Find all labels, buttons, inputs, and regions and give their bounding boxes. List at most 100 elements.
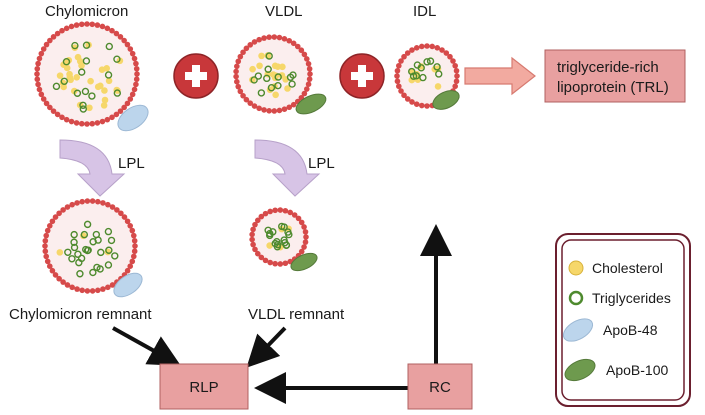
triglyceride-ring (105, 246, 113, 254)
triglyceride-ring (111, 252, 119, 260)
membrane-bead (443, 50, 450, 56)
membrane-bead (276, 107, 283, 114)
membrane-bead (254, 250, 261, 257)
cholesterol-dot (94, 83, 102, 91)
membrane-bead (404, 96, 411, 102)
cholesterol-dot (249, 76, 256, 84)
membrane-bead (121, 214, 128, 220)
membrane-bead (34, 71, 40, 77)
membrane-bead (271, 108, 278, 114)
membrane-bead (38, 91, 45, 98)
membrane-bead (291, 212, 298, 218)
membrane-bead (89, 120, 96, 127)
label-vldl-remnant: VLDL remnant (248, 306, 345, 323)
membrane-bead (52, 214, 59, 220)
triglyceride-ring (104, 71, 113, 79)
membrane-bead (73, 120, 80, 126)
cholesterol-dot (272, 91, 279, 99)
membrane-bead (84, 121, 90, 127)
vldl-particle (233, 34, 327, 115)
legend-triglycerides: Triglycerides (592, 290, 671, 306)
triglyceride-ring (104, 261, 113, 269)
membrane-bead (306, 66, 313, 72)
triglyceride-ring (408, 67, 416, 76)
cholesterol-dot (85, 41, 92, 49)
triglyceride-ring (265, 52, 273, 60)
membrane-bead (84, 288, 91, 294)
membrane-bead (130, 253, 137, 260)
membrane-bead (243, 96, 250, 103)
apob100-icon (432, 90, 460, 110)
membrane-bead (69, 284, 75, 291)
membrane-bead (49, 218, 56, 225)
membrane-bead (401, 53, 407, 60)
triglyceride-ring (64, 248, 72, 256)
membrane-bead (266, 34, 272, 41)
membrane-bead (47, 37, 53, 44)
membrane-bead (130, 232, 137, 239)
triglyceride-ring (113, 55, 121, 63)
triglyceride-ring (113, 89, 122, 97)
trl-arrow (464, 56, 536, 96)
apob100-icon (295, 93, 327, 115)
triglyceride-ring (96, 265, 104, 273)
membrane-bead (124, 267, 131, 274)
membrane-bead (305, 61, 312, 67)
membrane-bead (302, 239, 309, 245)
triglyceride-ring (74, 250, 82, 258)
membrane-bead (127, 223, 134, 229)
membrane-bead (89, 288, 96, 294)
membrane-bead (254, 217, 261, 224)
membrane-bead (38, 50, 45, 57)
cholesterol-dot (408, 76, 416, 84)
membrane-bead (267, 259, 273, 266)
membrane-bead (59, 114, 65, 121)
membrane-bead (109, 282, 116, 288)
cholesterol-dot (105, 77, 113, 85)
membrane-bead (113, 111, 120, 118)
lpl-arrow-left (59, 139, 126, 197)
membrane-bead (95, 198, 101, 205)
plus-icon (339, 53, 385, 99)
triglyceride-ring (107, 236, 116, 245)
membrane-bead (447, 53, 453, 60)
triglyceride-ring (78, 68, 86, 76)
membrane-bead (252, 246, 258, 253)
trl-box-line2: lipoprotein (TRL) (557, 79, 669, 96)
arrow-vldl-remnant-to-rlp (246, 326, 287, 368)
membrane-bead (304, 56, 310, 62)
membrane-bead (42, 243, 48, 249)
membrane-bead (424, 43, 430, 49)
membrane-bead (46, 223, 53, 229)
idl-particle (394, 43, 460, 110)
label-vldl: VLDL (265, 3, 303, 20)
membrane-bead (104, 116, 111, 123)
membrane-bead (295, 215, 302, 222)
membrane-bead (56, 210, 62, 217)
membrane-bead (118, 210, 124, 217)
membrane-bead (398, 88, 404, 94)
membrane-bead (121, 104, 127, 111)
cholesterol-dot (271, 62, 279, 70)
membrane-bead (99, 23, 106, 30)
membrane-bead (298, 219, 305, 226)
membrane-bead (258, 254, 265, 261)
rlp-box (159, 363, 249, 410)
membrane-bead (74, 286, 80, 292)
membrane-bead (40, 46, 47, 52)
label-chylomicron: Chylomicron (45, 3, 128, 20)
membrane-bead (43, 253, 50, 260)
membrane-bead (301, 90, 308, 97)
membrane-bead (277, 261, 284, 267)
apob100-icon (564, 358, 596, 382)
triglyceride-ring (257, 89, 266, 97)
membrane-bead (249, 236, 255, 243)
membrane-bead (127, 96, 134, 102)
membrane-bead (100, 200, 106, 206)
triglyceride-ring (97, 248, 105, 257)
membrane-bead (298, 248, 305, 255)
cholesterol-dot (256, 62, 263, 70)
cholesterol-dot (266, 242, 273, 249)
membrane-bead (396, 62, 402, 69)
triglyceride-ring (285, 230, 293, 239)
